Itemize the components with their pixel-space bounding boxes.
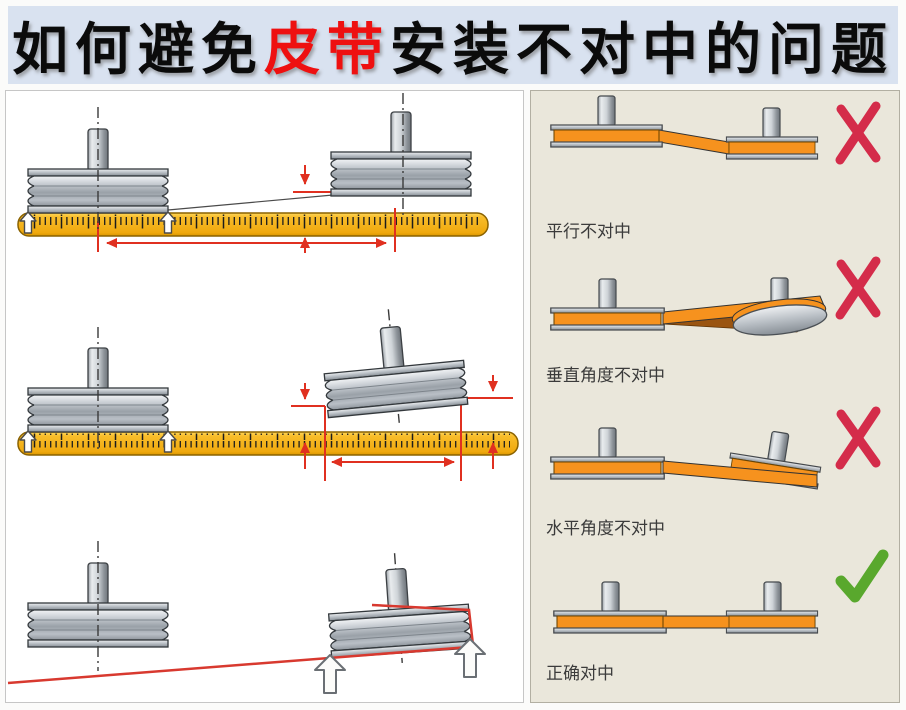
title-suffix: 安装不对中的问题 xyxy=(390,19,894,82)
alignment-measurement-figure xyxy=(7,93,519,694)
diagram-laser-alignment xyxy=(7,541,486,694)
case-label: 正确对中 xyxy=(546,664,614,683)
case-row-correct-alignment: 正确对中 xyxy=(531,541,899,700)
pulley-diagram-correct-alignment xyxy=(553,581,819,634)
case-row-horizontal-angle-misalignment: 水平角度不对中 xyxy=(531,396,899,541)
pulley-diagram-parallel-misalignment xyxy=(550,95,819,160)
cross-icon xyxy=(835,406,881,470)
cross-icon xyxy=(835,101,881,165)
diagram-straightedge-angular-check xyxy=(17,309,519,481)
title-prefix: 如何避免 xyxy=(12,19,264,82)
title-bar: 如何避免皮带安装不对中的问题 xyxy=(8,6,898,84)
title-highlight: 皮带 xyxy=(264,19,390,82)
case-row-vertical-angle-misalignment: 垂直角度不对中 xyxy=(531,246,899,396)
diagram-straightedge-parallel-check xyxy=(17,93,489,253)
page-title: 如何避免皮带安装不对中的问题 xyxy=(12,5,894,86)
cross-icon xyxy=(835,256,881,320)
measurement-figures-panel xyxy=(5,90,524,703)
case-row-parallel-misalignment: 平行不对中 xyxy=(531,91,899,246)
pulley-diagram-horizontal-angle-misalignment xyxy=(550,427,822,490)
case-label: 水平角度不对中 xyxy=(546,519,665,538)
check-icon xyxy=(835,549,889,603)
case-label: 垂直角度不对中 xyxy=(546,366,665,385)
alignment-cases-panel: 平行不对中 垂直角度不对中 xyxy=(530,90,900,703)
case-label: 平行不对中 xyxy=(546,222,631,241)
pulley-diagram-vertical-angle-misalignment xyxy=(550,277,828,336)
